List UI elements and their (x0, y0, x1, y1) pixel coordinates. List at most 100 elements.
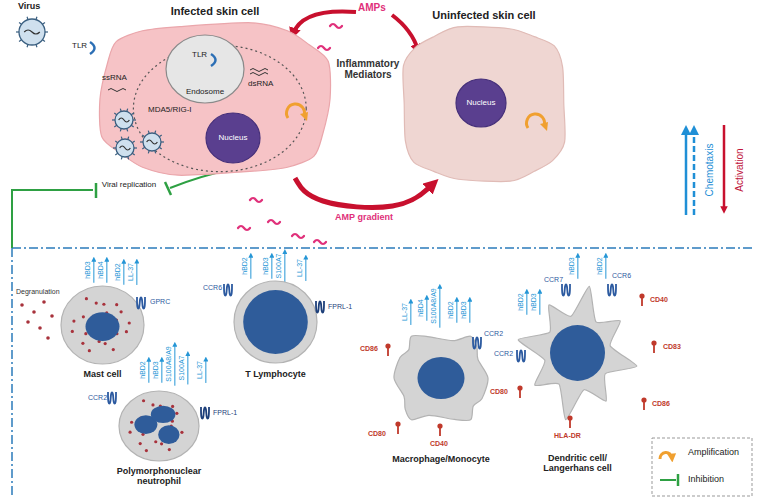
legend-row: Amplification (688, 448, 739, 458)
virus-spike (19, 40, 21, 42)
cell-name: Dendritic cell/ Langerhans cell (533, 453, 623, 474)
granule (154, 440, 157, 443)
cell-name: Nucleus (467, 98, 496, 107)
cell-node: Infected skin cellEndosomeNucleus (95, 20, 335, 178)
ligand-label: hBD3 (262, 257, 270, 275)
ligand-label: hBD4 (417, 299, 425, 317)
virus-spike (43, 23, 45, 25)
marker-label: CD40 (430, 440, 448, 448)
legend-text: Amplification (688, 447, 739, 457)
cell-name: Endosome (186, 87, 224, 96)
amplification-symbol (660, 452, 672, 459)
cell-node: Nucleus (205, 112, 261, 164)
granule (84, 332, 87, 335)
ssrna-strand (108, 89, 126, 92)
ligand-label: LL-37 (401, 303, 409, 321)
granule (128, 431, 131, 434)
chemotaxis-arrow (123, 261, 124, 285)
chemotaxis-arrow (539, 291, 540, 315)
annotation: Inflammatory Mediators (336, 58, 400, 80)
granule (81, 342, 84, 345)
virus-capsid (115, 111, 133, 129)
cell-node: Endosome (165, 34, 245, 104)
granule (151, 403, 154, 406)
virus-spike (35, 17, 37, 20)
cell-nucleus (86, 312, 120, 341)
virus-spike (132, 153, 134, 155)
cell-nucleus (158, 425, 179, 444)
granule (160, 442, 163, 445)
cell-nucleus (151, 406, 176, 423)
cell-nucleus (550, 325, 605, 381)
amp-peptide (250, 198, 262, 202)
chemokine-receptor (316, 301, 324, 313)
chemotaxis-arrow (187, 354, 188, 385)
granule (26, 320, 30, 324)
amp-arrow (293, 11, 356, 34)
cell-membrane (61, 286, 144, 364)
tlr-receptor (211, 54, 216, 66)
virus-spike (112, 119, 115, 120)
virus-spike (113, 147, 116, 148)
chemotaxis-arrow (577, 255, 578, 279)
amp-peptide (330, 24, 342, 28)
arrow-head (300, 112, 308, 121)
virus-spike (43, 40, 45, 42)
virus-spike (148, 151, 150, 154)
amp-peptide (292, 234, 304, 238)
virus-spike (114, 113, 116, 115)
chemotaxis-arrow (605, 255, 606, 279)
granule (115, 303, 118, 306)
cell-membrane (234, 281, 317, 363)
virus-spike (140, 141, 143, 142)
annotation: TLR (192, 51, 207, 60)
annotation: AMPs (358, 2, 386, 13)
receptor-label: CCR7 (544, 276, 563, 284)
chemokine-receptor (224, 284, 232, 296)
marker-label: CD86 (652, 400, 670, 408)
surface-marker (641, 397, 646, 402)
nucleus-shape (456, 79, 506, 127)
cell-name: Polymorphonuclear neutrophil (99, 466, 219, 487)
annotation: Virus (18, 2, 40, 12)
chemokine-receptor (562, 284, 570, 296)
ligand-label: LL-37 (127, 263, 135, 281)
cell-outline (392, 330, 490, 426)
virus-spike (127, 137, 129, 140)
granule (168, 448, 171, 451)
surface-marker (653, 345, 655, 353)
virus-spike (114, 125, 116, 127)
virus-spike (159, 135, 161, 137)
granule (130, 421, 133, 424)
marker-label: CD83 (663, 343, 681, 351)
viral-genome (120, 146, 131, 150)
ligand-label: hBD2 (241, 257, 249, 275)
chemokine-receptor (201, 407, 209, 419)
chemotaxis-arrow (250, 255, 251, 279)
viral-genome (147, 140, 158, 144)
granule (128, 321, 131, 324)
surface-marker (567, 415, 572, 420)
annotation: ssRNA (102, 74, 127, 83)
granule (50, 314, 54, 318)
virus-spike (127, 157, 129, 160)
granule (95, 301, 98, 304)
ligand-label: hBD4 (97, 261, 105, 279)
granule (38, 326, 42, 330)
ligand-label: hBD2 (517, 293, 525, 311)
chemotaxis-arrow (426, 297, 427, 321)
virus-spike (154, 131, 156, 134)
granule (175, 412, 178, 415)
receptor-label: CCR2 (88, 394, 107, 402)
chemokine-receptor (473, 337, 481, 349)
virus-spike (159, 147, 161, 149)
annotation: MDA5/RIG-I (148, 106, 192, 115)
cell-node: Macrophage/Monocyte (392, 330, 490, 426)
chemotaxis-arrow (410, 301, 411, 325)
virus-spike (161, 141, 164, 142)
granule (32, 310, 36, 314)
ligand-label: hBD2 (596, 257, 604, 275)
viral-genome (119, 118, 130, 122)
cell-outline (233, 280, 318, 364)
cell-nucleus (417, 357, 464, 399)
